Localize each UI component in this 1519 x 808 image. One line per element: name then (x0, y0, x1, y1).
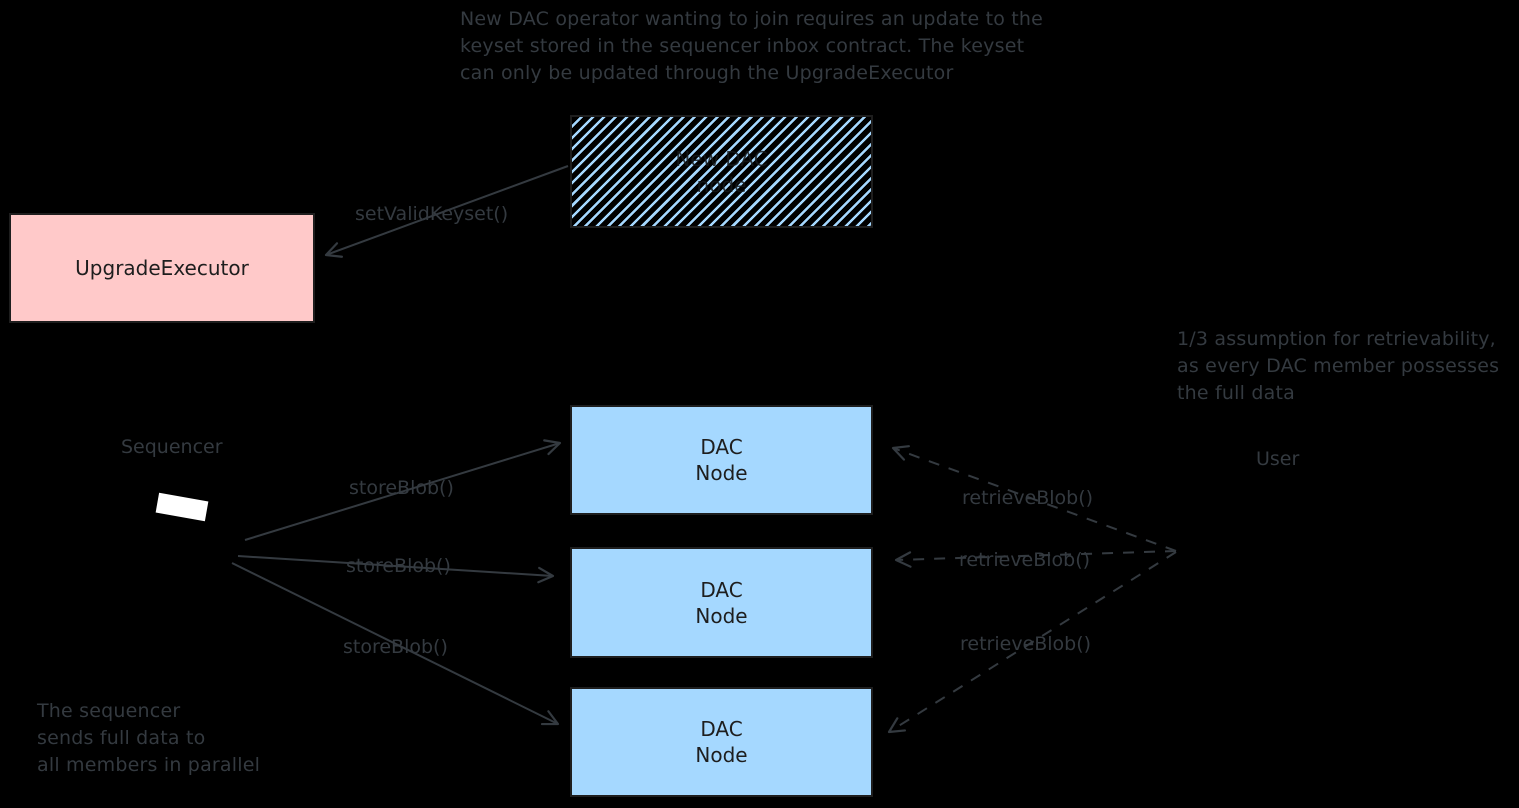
store-blob-label-3: storeBlob() (343, 636, 448, 658)
set-valid-keyset-label: setValidKeyset() (355, 203, 509, 225)
upgrade-executor-box: UpgradeExecutor (9, 213, 315, 323)
store-blob-arrow-3 (231, 562, 560, 726)
store-blob-arrow-1 (244, 439, 562, 541)
new-dac-node-box: New DAC node (570, 115, 873, 228)
store-blob-label-2: storeBlob() (346, 555, 451, 577)
assumption-note: 1/3 assumption for retrievability, as ev… (1177, 328, 1500, 404)
dac-node-box-1: DAC Node (570, 405, 873, 515)
new-dac-node-label: New DAC node (675, 146, 768, 197)
retrieve-blob-arrow-1 (891, 445, 1177, 552)
dac-node-box-2: DAC Node (570, 547, 873, 658)
dac-node-box-3: DAC Node (570, 687, 873, 797)
dac-node-label-1: DAC Node (695, 435, 748, 485)
retrieve-blob-arrow-3 (887, 551, 1177, 734)
retrieve-blob-label-2: retrieveBlob() (959, 549, 1091, 571)
dac-node-label-2: DAC Node (695, 577, 748, 628)
store-blob-arrow-2 (237, 555, 555, 584)
dac-node-label-3: DAC Node (695, 717, 748, 767)
retrieve-blob-arrow-2 (894, 550, 1177, 568)
parallel-note: The sequencer sends full data to all mem… (37, 700, 261, 776)
upgrade-executor-label: UpgradeExecutor (75, 256, 249, 280)
sequencer-label: Sequencer (121, 436, 223, 458)
retrieve-blob-label-3: retrieveBlob() (960, 633, 1092, 655)
store-blob-label-1: storeBlob() (349, 477, 454, 499)
retrieve-blob-label-1: retrieveBlob() (962, 487, 1094, 509)
keyset-note: New DAC operator wanting to join require… (460, 8, 1044, 84)
user-label: User (1256, 448, 1300, 470)
set-valid-keyset-arrow (324, 165, 569, 258)
